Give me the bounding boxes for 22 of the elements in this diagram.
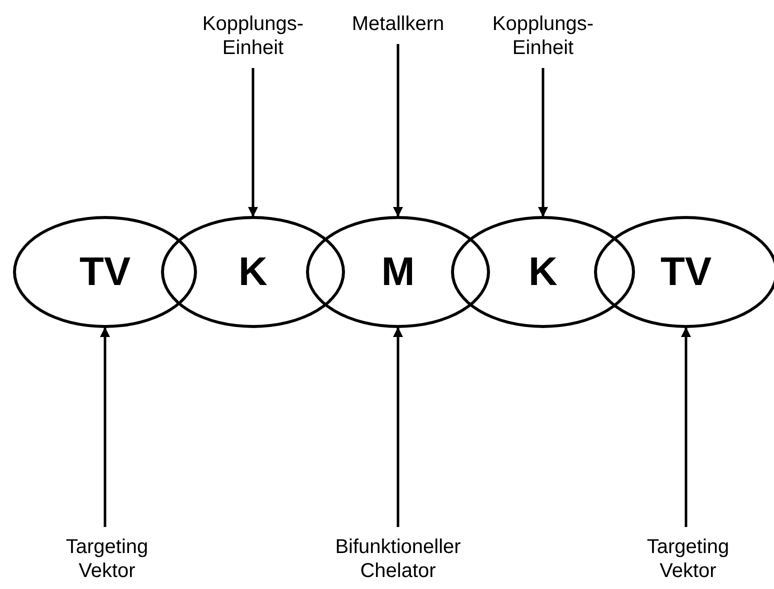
arrow [100,327,110,527]
callout-label: Kopplungs- Einheit [483,12,603,60]
oval-node [13,216,197,328]
callout-label: Targeting Vektor [628,535,748,583]
callout-label: Metallkern [333,12,463,36]
arrow [538,68,548,217]
oval-node [594,216,774,328]
arrow [393,327,403,527]
node-label: TV [660,250,712,294]
node-label: M [381,250,415,294]
arrow [393,44,403,217]
node-label: K [238,250,268,294]
oval-node [451,216,635,328]
arrow [248,68,258,217]
arrow [681,327,691,527]
node-label: K [528,250,558,294]
callout-label: Bifunktioneller Chelator [318,535,478,583]
node-label: TV [79,250,131,294]
callout-label: Targeting Vektor [47,535,167,583]
oval-node [306,216,490,328]
oval-node [161,216,345,328]
callout-label: Kopplungs- Einheit [193,12,313,60]
